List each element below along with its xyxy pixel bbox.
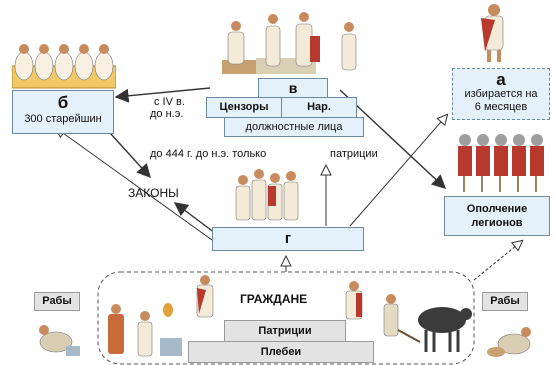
slaves-right-label: Рабы	[490, 295, 520, 307]
militia-line2: легионов	[471, 217, 523, 229]
patrician-figure-right-illustration	[345, 281, 363, 320]
label-since-4th-1: с IV в.	[154, 96, 185, 108]
arrow-v-to-militia	[339, 89, 447, 189]
box-g-letter: г	[284, 230, 292, 247]
slave-right-illustration	[487, 327, 531, 357]
slave-left-illustration	[39, 325, 80, 356]
pyramid-patricians: Патриции	[224, 320, 346, 342]
box-b-letter: б	[57, 93, 69, 112]
legion-soldiers-illustration	[458, 134, 544, 192]
pyramid-plebeians: Плебеи	[188, 341, 374, 363]
box-b-senate: б 300 старейшин	[12, 90, 114, 134]
slaves-left-box: Рабы	[34, 292, 80, 311]
slaves-left-label: Рабы	[42, 295, 72, 307]
box-a-line2: 6 месяцев	[474, 101, 528, 113]
plowing-oxen-illustration	[383, 294, 472, 352]
consul-figure-illustration	[481, 4, 504, 62]
box-a-line1: избирается на	[464, 88, 538, 100]
label-patricians-only: патриции	[330, 148, 378, 160]
senators-illustration	[12, 44, 116, 89]
patrician-figure-illustration	[196, 275, 214, 318]
arrow-v-to-b	[114, 87, 211, 103]
box-a-consuls: а избирается на 6 месяцев	[452, 68, 550, 120]
box-v-letter: в	[288, 80, 298, 96]
box-militia: Ополчение легионов	[444, 196, 550, 236]
magistrates-illustration	[222, 12, 357, 74]
box-v-magistrates: должностные лица	[245, 121, 343, 133]
pyramid-plebeians-label: Плебеи	[260, 346, 302, 358]
assembly-crowd-illustration	[235, 169, 299, 221]
box-a-letter: а	[496, 70, 506, 89]
box-v-top: в	[258, 78, 328, 98]
box-v-col1: Цензоры	[206, 97, 282, 118]
box-v-bottom: должностные лица	[224, 117, 364, 137]
arrow-g-to-a	[349, 115, 447, 227]
box-g-assembly: г	[212, 227, 364, 251]
box-v-censors: Цензоры	[219, 101, 269, 113]
label-before-444: до 444 г. до н.э. только	[150, 148, 267, 160]
box-b-text: 300 старейшин	[24, 113, 102, 125]
arrow-citizens-to-militia	[473, 241, 522, 281]
label-laws: ЗАКОНЫ	[128, 186, 179, 200]
arrow-g-to-laws	[173, 202, 216, 234]
arrow-g-to-b	[56, 128, 213, 241]
label-citizens: ГРАЖДАНЕ	[240, 292, 308, 306]
pyramid-patricians-label: Патриции	[258, 325, 312, 337]
box-v-col2: Нар. трибуны	[281, 97, 357, 132]
slaves-right-box: Рабы	[482, 292, 528, 311]
militia-line1: Ополчение	[466, 203, 528, 215]
market-scene-illustration	[108, 303, 182, 357]
label-since-4th-2: до н.э.	[150, 108, 184, 120]
